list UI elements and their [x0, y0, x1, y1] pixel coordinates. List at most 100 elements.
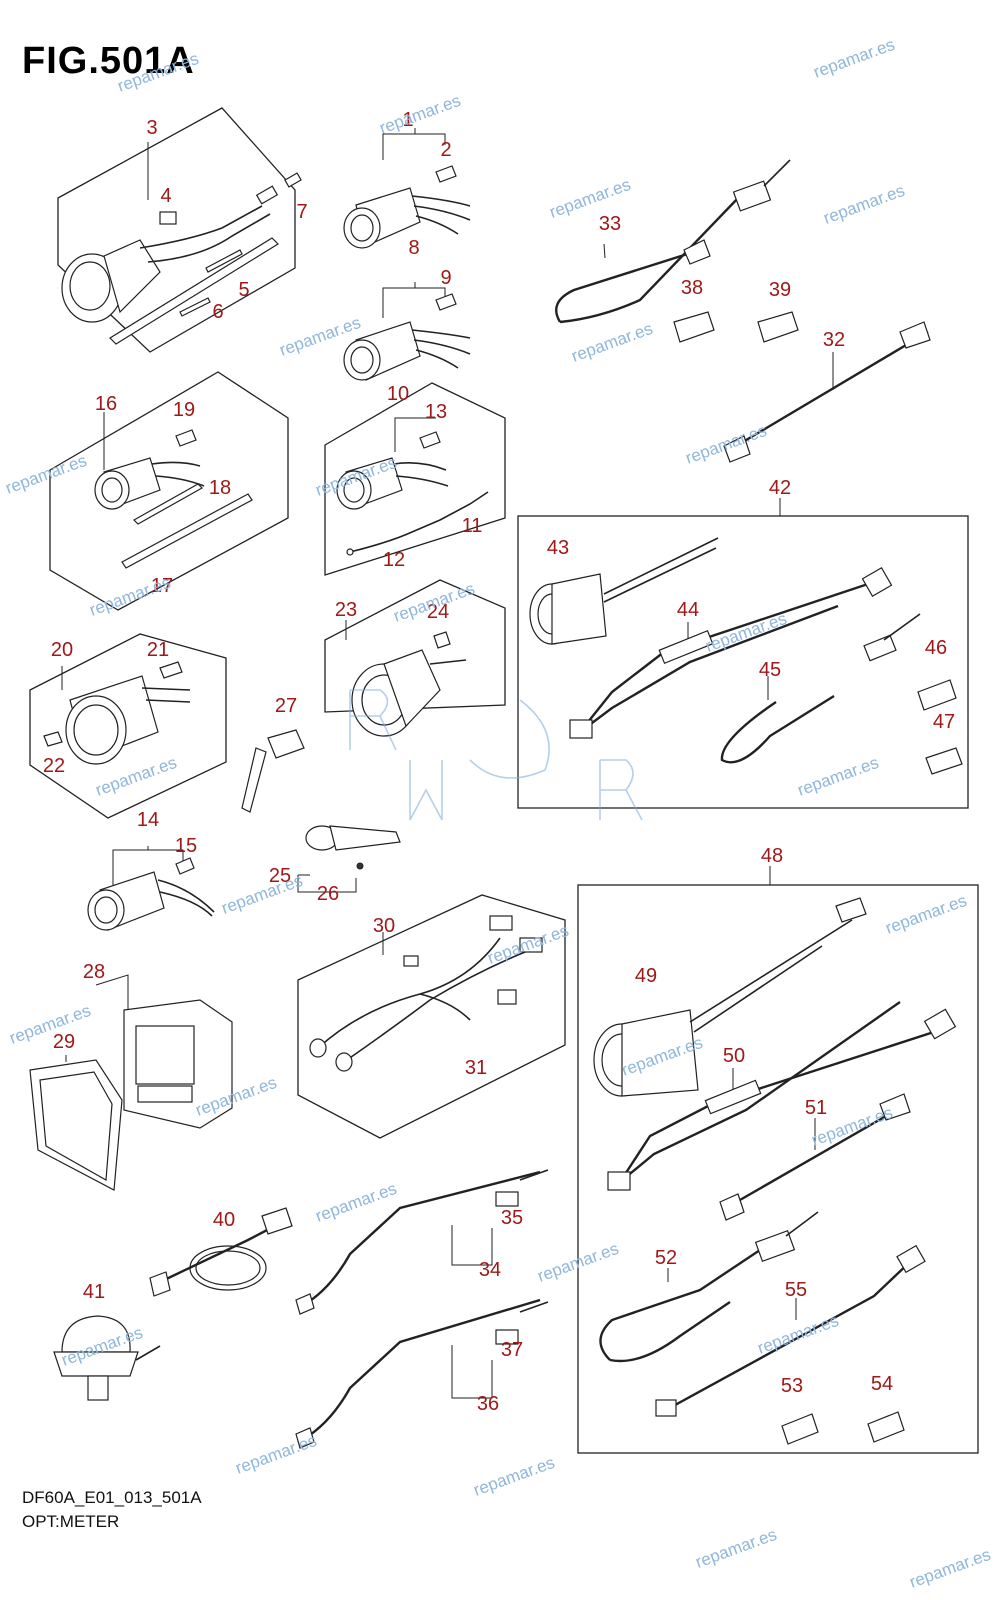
callout-38: 38 — [681, 277, 703, 299]
callout-1: 1 — [402, 109, 413, 131]
figure-subtitle: OPT:METER — [22, 1512, 120, 1531]
part-gauge-8 — [343, 293, 471, 381]
part-gauge-43 — [529, 537, 719, 645]
watermark-text: repamar.es — [569, 319, 655, 366]
callout-21: 21 — [147, 639, 169, 661]
callout-11: 11 — [462, 515, 483, 537]
callout-14: 14 — [137, 809, 159, 831]
group-frame-3 — [57, 107, 296, 353]
callout-31: 31 — [465, 1057, 487, 1079]
watermark-text: repamar.es — [883, 891, 969, 938]
figure-code: DF60A_E01_013_501A — [22, 1488, 202, 1507]
watermark-text: repamar.es — [907, 1545, 993, 1592]
part-gauge-14 — [87, 857, 215, 931]
part-cap-47 — [925, 747, 963, 775]
callout-19: 19 — [173, 399, 195, 421]
part-switch-25 — [305, 825, 401, 870]
callout-46: 46 — [925, 637, 947, 659]
part-cap-38 — [673, 311, 715, 343]
callout-23: 23 — [335, 599, 357, 621]
callout-3: 3 — [146, 117, 157, 139]
watermark-text: repamar.es — [471, 1453, 557, 1500]
callout-37: 37 — [501, 1339, 523, 1361]
callout-44: 44 — [677, 599, 699, 621]
part-display-28 — [123, 999, 233, 1129]
part-gauge-16 — [94, 429, 253, 569]
part-sensor-40 — [149, 1207, 293, 1297]
part-cap-46 — [917, 679, 957, 711]
watermark-text: repamar.es — [683, 421, 769, 468]
callout-12: 12 — [383, 549, 405, 571]
callout-24: 24 — [427, 601, 449, 623]
callout-43: 43 — [547, 537, 569, 559]
callout-15: 15 — [175, 835, 197, 857]
callout-54: 54 — [871, 1373, 893, 1395]
group-frame-48 — [577, 884, 979, 1454]
part-cable-51 — [719, 1093, 911, 1221]
watermark-text: repamar.es — [821, 181, 907, 228]
group-frame-42 — [517, 515, 969, 809]
part-cap-54 — [867, 1411, 905, 1443]
part-cap-53 — [781, 1413, 819, 1445]
callout-10: 10 — [387, 383, 409, 405]
callout-2: 2 — [440, 139, 451, 161]
callout-8: 8 — [408, 237, 419, 259]
watermark-text: repamar.es — [7, 1001, 93, 1048]
callout-22: 22 — [43, 755, 65, 777]
callout-4: 4 — [160, 185, 171, 207]
watermark-text: repamar.es — [703, 609, 789, 656]
callout-34: 34 — [479, 1259, 501, 1281]
part-gauge-49 — [593, 897, 867, 1097]
callout-16: 16 — [95, 393, 117, 415]
watermark-text: repamar.es — [219, 871, 305, 918]
callout-39: 39 — [769, 279, 791, 301]
callout-51: 51 — [805, 1097, 827, 1119]
watermark-text: repamar.es — [313, 1179, 399, 1226]
part-sender-27 — [241, 729, 305, 813]
part-cable-52 — [599, 1211, 819, 1363]
callout-29: 29 — [53, 1031, 75, 1053]
figure-title: FIG.501A — [22, 40, 195, 82]
callout-7: 7 — [296, 201, 307, 223]
watermark-text: repamar.es — [233, 1431, 319, 1478]
callout-52: 52 — [655, 1247, 677, 1269]
part-cable-33 — [555, 159, 791, 324]
callout-45: 45 — [759, 659, 781, 681]
brand-watermark-logo — [349, 689, 643, 821]
callout-40: 40 — [213, 1209, 235, 1231]
callout-30: 30 — [373, 915, 395, 937]
callout-41: 41 — [83, 1281, 105, 1303]
watermark-text: repamar.es — [795, 753, 881, 800]
callout-27: 27 — [275, 695, 297, 717]
callout-55: 55 — [785, 1279, 807, 1301]
callout-13: 13 — [425, 401, 447, 423]
callout-26: 26 — [317, 883, 339, 905]
callout-28: 28 — [83, 961, 105, 983]
part-gps-41 — [53, 1315, 161, 1401]
callout-35: 35 — [501, 1207, 523, 1229]
callout-32: 32 — [823, 329, 845, 351]
callout-18: 18 — [209, 477, 231, 499]
part-cable-32 — [723, 321, 931, 463]
part-harness-44 — [569, 567, 893, 739]
watermark-text: repamar.es — [693, 1525, 779, 1572]
callout-36: 36 — [477, 1393, 499, 1415]
group-frame-20 — [29, 633, 227, 819]
callout-9: 9 — [440, 267, 451, 289]
part-cable-34 — [295, 1169, 549, 1315]
part-cable-45 — [720, 613, 921, 764]
group-frame-16 — [49, 371, 289, 611]
callout-49: 49 — [635, 965, 657, 987]
callout-48: 48 — [761, 845, 783, 867]
part-cap-39 — [757, 311, 799, 343]
part-gauge-20 — [43, 661, 191, 765]
callout-50: 50 — [723, 1045, 745, 1067]
part-bezel-29 — [29, 1059, 123, 1191]
group-frame-23 — [324, 579, 506, 713]
part-gauge-10 — [336, 431, 489, 556]
part-harness-30 — [309, 915, 543, 1072]
callout-33: 33 — [599, 213, 621, 235]
part-cable-55 — [655, 1244, 926, 1417]
callout-47: 47 — [933, 711, 955, 733]
part-gauge-3 — [61, 172, 302, 345]
